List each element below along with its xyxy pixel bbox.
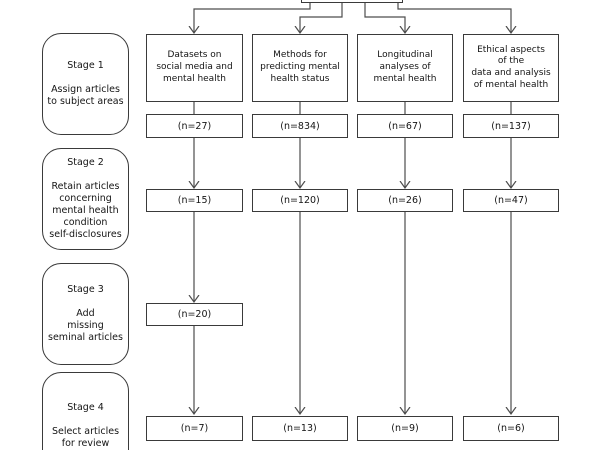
col-4-stage-4-count: (n=6) [497,423,525,434]
stage-4-box: Stage 4 Select articles for review [42,372,129,450]
col-1-stage-1-count: (n=27) [177,120,212,132]
col-1-header-box: Datasets on social media and mental heal… [146,34,243,102]
stage-1-description: Assign articles to subject areas [47,83,124,108]
col-3-stage-4-count-box: (n=9) [357,416,453,441]
col-4-stage-2-count: (n=47) [494,195,528,206]
col-4-header-text: Ethical aspects of the data and analysis… [471,44,551,90]
col-4-stage-4-count-box: (n=6) [463,416,559,441]
col-1-stage-2-count: (n=15) [177,195,212,206]
col-4-stage-2-count-box: (n=47) [463,189,559,212]
col-3-stage-1-count-box: (n=67) [357,114,453,138]
col-2-stage-1-count: (n=834) [280,120,320,132]
col-1-stage-4-count: (n=7) [180,423,209,434]
col-3-header-box: Longitudinal analyses of mental health [357,34,453,102]
stage-1-title: Stage 1 [67,59,104,71]
stage-1-box: Stage 1 Assign articles to subject areas [42,33,129,135]
stage-3-title: Stage 3 [67,283,104,295]
top-source-box [301,0,403,3]
stage-3-box: Stage 3 Add missing seminal articles [42,263,129,365]
col-3-stage-4-count: (n=9) [391,423,419,434]
stage-4-title: Stage 4 [67,401,104,413]
col-2-stage-2-count: (n=120) [280,195,320,206]
col-1-stage-3-count-box: (n=20) [146,303,243,326]
stage-2-box: Stage 2 Retain articles concerning menta… [42,148,129,250]
col-2-header-text: Methods for predicting mental health sta… [260,50,340,84]
col-3-header-text: Longitudinal analyses of mental health [373,50,437,84]
col-2-stage-4-count: (n=13) [283,423,317,434]
col-3-stage-2-count: (n=26) [388,195,422,206]
branch-to-col-4 [397,0,511,33]
branch-to-col-1 [194,0,311,33]
col-1-header-text: Datasets on social media and mental heal… [156,50,233,84]
stage-3-description: Add missing seminal articles [48,307,123,344]
col-3-stage-1-count: (n=67) [388,120,422,132]
col-2-header-box: Methods for predicting mental health sta… [252,34,348,102]
col-4-stage-1-count-box: (n=137) [463,114,559,138]
col-1-stage-4-count-box: (n=7) [146,416,243,441]
col-4-stage-1-count: (n=137) [491,120,531,132]
branch-to-col-3 [364,0,405,33]
stage-4-description: Select articles for review [51,425,120,450]
col-2-stage-4-count-box: (n=13) [252,416,348,441]
col-1-stage-2-count-box: (n=15) [146,189,243,212]
col-1-stage-3-count: (n=20) [177,309,212,320]
col-4-header-box: Ethical aspects of the data and analysis… [463,34,559,102]
stage-2-title: Stage 2 [67,156,104,168]
col-3-stage-2-count-box: (n=26) [357,189,453,212]
col-1-stage-1-count-box: (n=27) [146,114,243,138]
stage-2-description: Retain articles concerning mental health… [49,180,122,241]
col-2-stage-2-count-box: (n=120) [252,189,348,212]
branch-to-col-2 [300,0,343,33]
col-2-stage-1-count-box: (n=834) [252,114,348,138]
